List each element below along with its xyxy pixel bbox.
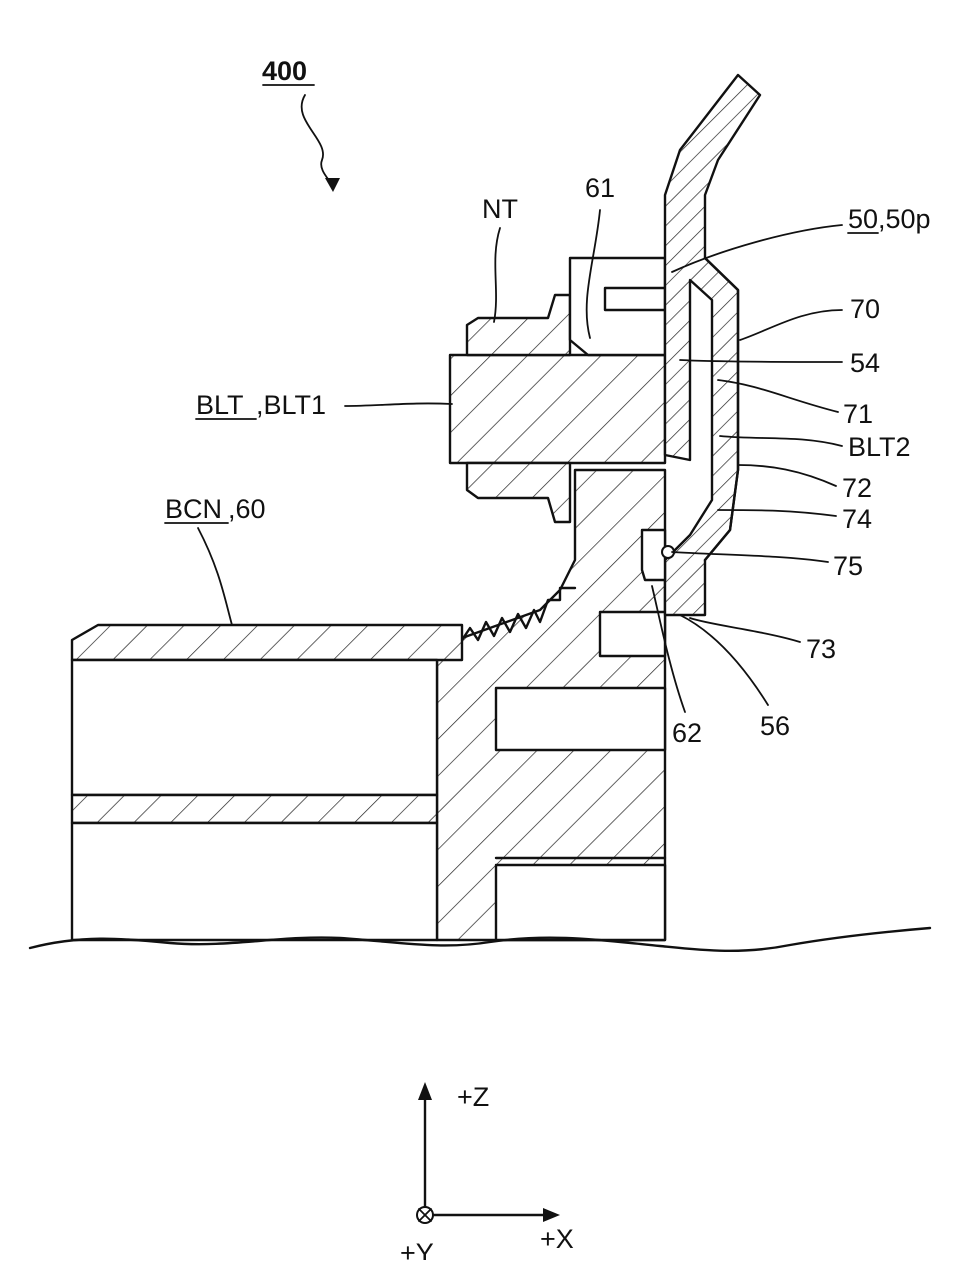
label-70: 70 xyxy=(850,294,880,324)
nut-upper xyxy=(467,295,570,355)
label-62: 62 xyxy=(672,718,702,748)
leader-blt xyxy=(345,403,452,406)
label-74: 74 xyxy=(842,504,872,534)
drum-upper-block xyxy=(72,660,437,795)
drum-lower-block xyxy=(72,823,437,940)
x-axis-label: +X xyxy=(540,1224,574,1254)
label-54: 54 xyxy=(850,348,880,378)
bolt-shank xyxy=(450,355,665,463)
bracket-pocket-lower xyxy=(496,865,665,940)
label-bcn-rest: ,60 xyxy=(228,494,266,524)
leader-73 xyxy=(690,618,800,642)
label-blt2: BLT2 xyxy=(848,432,911,462)
leader-54 xyxy=(680,360,842,362)
reference-400: 400 xyxy=(262,56,340,192)
panel-sheet xyxy=(665,75,760,615)
nut-lower xyxy=(467,463,570,522)
collar-pin xyxy=(605,288,665,310)
leader-56 xyxy=(680,615,768,705)
label-71: 71 xyxy=(843,399,873,429)
drum-left xyxy=(72,625,462,940)
label-50-underlined: 50 xyxy=(848,204,878,234)
z-arrowhead xyxy=(418,1082,432,1100)
y-axis-label: +Y xyxy=(400,1238,434,1260)
label-nt: NT xyxy=(482,194,518,224)
label-50-rest: ,50p xyxy=(878,204,931,234)
bracket-slot xyxy=(600,612,665,656)
leader-72 xyxy=(738,465,836,486)
rivet-75 xyxy=(642,530,665,580)
leader-70 xyxy=(740,310,842,340)
label-bcn-underlined: BCN xyxy=(165,494,222,524)
bracket-bcn xyxy=(437,470,665,940)
label-73: 73 xyxy=(806,634,836,664)
label-blt-underlined: BLT xyxy=(196,390,244,420)
drum-middle-band xyxy=(72,795,437,823)
leader-nt xyxy=(494,228,500,322)
ref-400-arrow-line xyxy=(302,95,332,185)
axes: +Z +X +Y xyxy=(400,1082,574,1260)
collar-61 xyxy=(570,258,665,355)
bolt-blt1 xyxy=(450,355,665,463)
label-56: 56 xyxy=(760,711,790,741)
z-axis-label: +Z xyxy=(457,1082,489,1112)
leader-bcn xyxy=(198,528,232,625)
label-72: 72 xyxy=(842,473,872,503)
ref-400-label: 400 xyxy=(262,56,307,86)
x-arrowhead xyxy=(543,1208,560,1222)
label-61: 61 xyxy=(585,173,615,203)
ref-400-arrowhead xyxy=(325,178,340,192)
bracket-pocket-upper xyxy=(496,688,665,750)
drum-top-band xyxy=(72,625,462,660)
label-blt-rest: ,BLT1 xyxy=(256,390,326,420)
label-75: 75 xyxy=(833,551,863,581)
leader-74 xyxy=(718,510,836,516)
